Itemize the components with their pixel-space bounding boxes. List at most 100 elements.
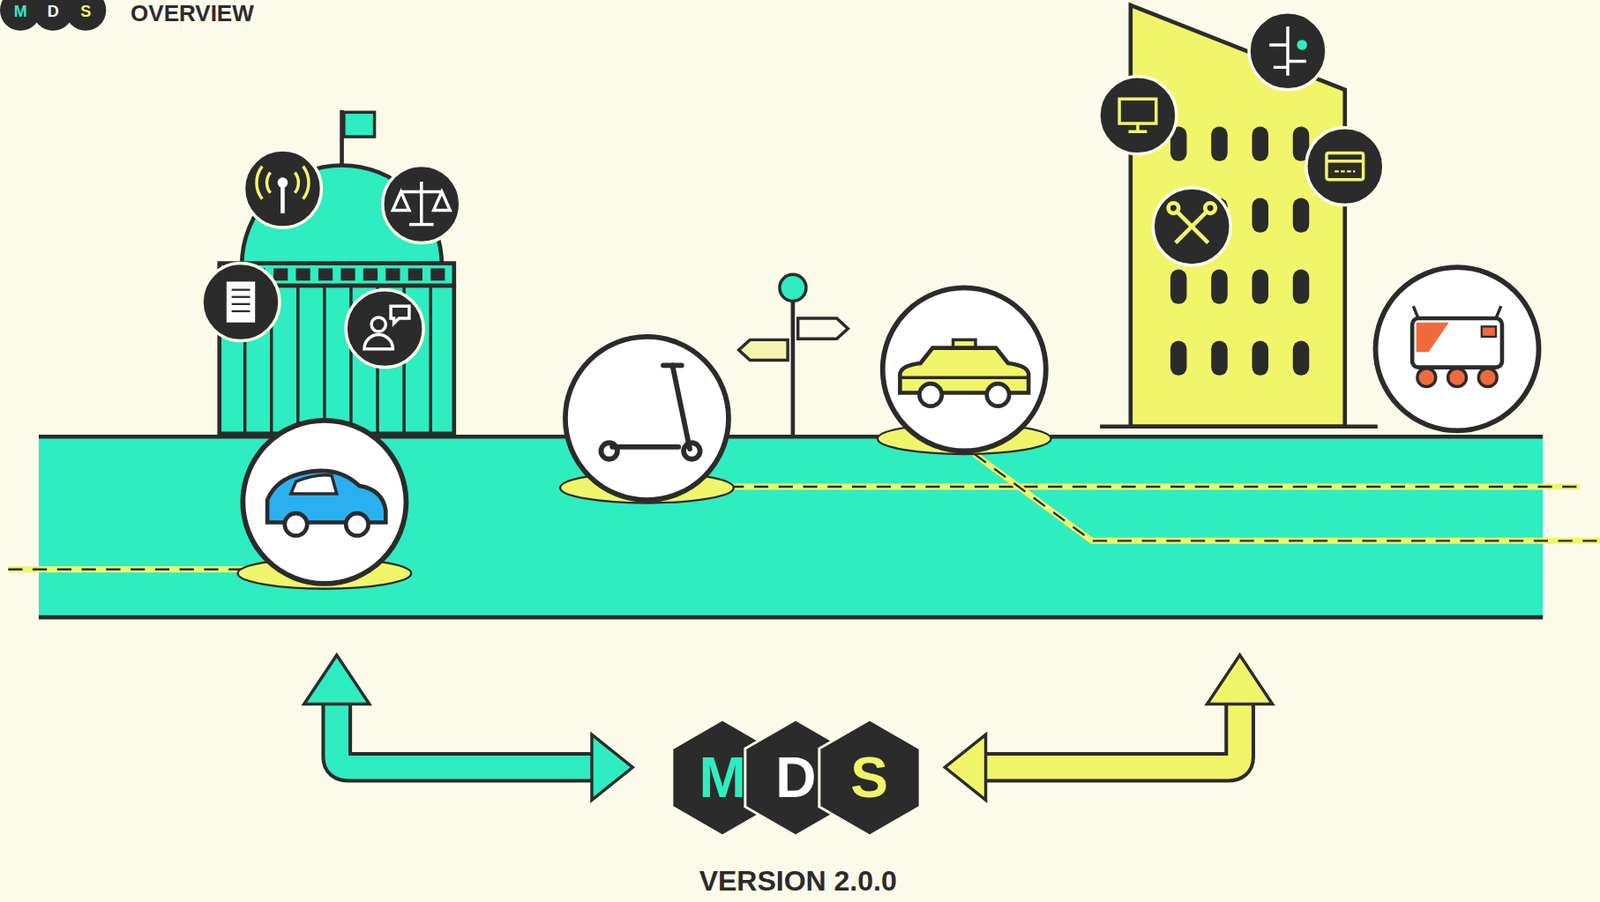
- logo-letter: M: [698, 749, 746, 807]
- company-building-part-part: [1170, 341, 1188, 376]
- document-icon-part-part: [231, 303, 251, 306]
- city-hall-part: [343, 112, 375, 137]
- route-line-part: [729, 485, 1580, 488]
- scale-icon-part-part: [419, 181, 423, 225]
- city-hall-part: [322, 285, 326, 434]
- city-hall-part-part: [430, 268, 445, 281]
- scale-icon-part-part: [409, 223, 434, 226]
- robot-vehicle-part: [1417, 368, 1436, 388]
- route-line-part: [7, 566, 245, 573]
- scale-icon-part: [392, 181, 450, 225]
- city-hall-part-part: [363, 268, 378, 281]
- logo-letter: D: [47, 2, 60, 22]
- taxi-vehicle: [877, 287, 1052, 455]
- city-hall-part-part: [318, 268, 333, 281]
- scooter-vehicle-part-part: [612, 444, 679, 450]
- signpost-part: [739, 339, 789, 360]
- signpost-part: [779, 274, 807, 301]
- tools-icon-part-part: [1204, 202, 1216, 214]
- document-icon-part-part: [231, 310, 251, 313]
- company-building-part-part: [1252, 341, 1270, 376]
- route-line-part: [974, 454, 1600, 541]
- document-icon-part-part: [231, 288, 251, 291]
- city-arrow: [304, 655, 634, 800]
- logo-letter: M: [14, 2, 28, 22]
- antenna-icon: [243, 149, 322, 228]
- signpost-part: [798, 318, 849, 339]
- city-hall-part-part: [340, 268, 355, 281]
- antenna-icon-part: [256, 166, 309, 200]
- taxi-vehicle-part: [882, 287, 1047, 451]
- card-icon-part: [1306, 127, 1384, 206]
- card-icon: [1306, 127, 1384, 206]
- citizen-icon-part-part: [364, 335, 393, 350]
- citizen-icon-part: [345, 290, 424, 368]
- city-arrow-part: [304, 655, 370, 705]
- scale-icon-part-part: [392, 192, 450, 211]
- company-building-part-part: [1293, 341, 1310, 376]
- hexagon-outline: [818, 719, 920, 837]
- company-building-part-part: [1293, 269, 1310, 305]
- route-line-part: [729, 484, 1580, 491]
- document-icon-part-part: [231, 296, 251, 299]
- network-icon-part: [1248, 12, 1327, 90]
- company-arrow: [944, 655, 1272, 800]
- city-hall-part-part: [273, 268, 288, 281]
- signpost-part: [791, 300, 796, 435]
- city-arrow-part: [336, 702, 597, 768]
- monitor-icon-part: [1099, 76, 1177, 155]
- company-building-part-part: [1252, 198, 1270, 233]
- version-label: VERSION 2.0.0: [699, 865, 898, 898]
- route-line-part: [974, 454, 1600, 541]
- card-icon-part: [1326, 153, 1364, 180]
- city-arrow-part: [591, 734, 633, 800]
- card-icon-part: [1326, 159, 1364, 163]
- tools-icon: [1152, 187, 1231, 266]
- company-building: [1099, 5, 1378, 427]
- scooter-vehicle: [560, 336, 734, 504]
- scooter-vehicle-part-part: [683, 442, 701, 460]
- citizen-icon-part: [364, 306, 410, 350]
- monitor-icon: [1099, 76, 1177, 155]
- robot-vehicle-part: [1375, 267, 1539, 431]
- company-building-part: [1099, 424, 1378, 429]
- monitor-icon-part: [1128, 130, 1148, 134]
- logo-letter: S: [80, 2, 91, 22]
- network-icon-part: [1269, 26, 1307, 76]
- document-icon: [201, 263, 280, 342]
- network-icon-part: [1296, 39, 1308, 51]
- scooter-vehicle-part: [600, 365, 700, 459]
- tools-icon-part: [1152, 187, 1231, 266]
- logo-hexagon: S: [810, 718, 929, 838]
- road-part: [38, 615, 1543, 621]
- company-arrow-part: [981, 702, 1241, 768]
- company-arrow-part: [981, 702, 1241, 768]
- network-icon: [1248, 12, 1327, 90]
- city-hall-part-part: [385, 268, 400, 281]
- car-vehicle: [238, 420, 412, 590]
- document-icon-part: [201, 263, 280, 342]
- city-hall-part-part: [295, 268, 310, 281]
- company-building-part-part: [1211, 126, 1228, 161]
- city-arrow-part: [336, 702, 597, 768]
- document-icon-part: [226, 281, 255, 322]
- robot-vehicle-part: [1478, 368, 1497, 388]
- city-hall-part: [428, 285, 432, 434]
- taxi-vehicle-part: [919, 383, 942, 406]
- scale-icon: [382, 164, 461, 243]
- car-vehicle-part: [242, 420, 406, 584]
- header-logo-part: [65, 0, 106, 31]
- antenna-icon-part: [280, 182, 285, 214]
- robot-vehicle-part: [1481, 326, 1496, 337]
- card-icon-part: [1334, 170, 1355, 172]
- company-arrow-part: [944, 734, 986, 800]
- taxi-vehicle-part: [899, 348, 1029, 394]
- company-arrow-part: [1207, 655, 1273, 705]
- city-hall-part-part: [408, 268, 423, 281]
- tools-icon-part-part: [1175, 209, 1209, 243]
- company-building-part-part: [1293, 198, 1310, 233]
- scale-icon-part: [382, 164, 461, 243]
- route-line-part: [7, 568, 245, 571]
- tools-icon-part-part: [1175, 209, 1209, 243]
